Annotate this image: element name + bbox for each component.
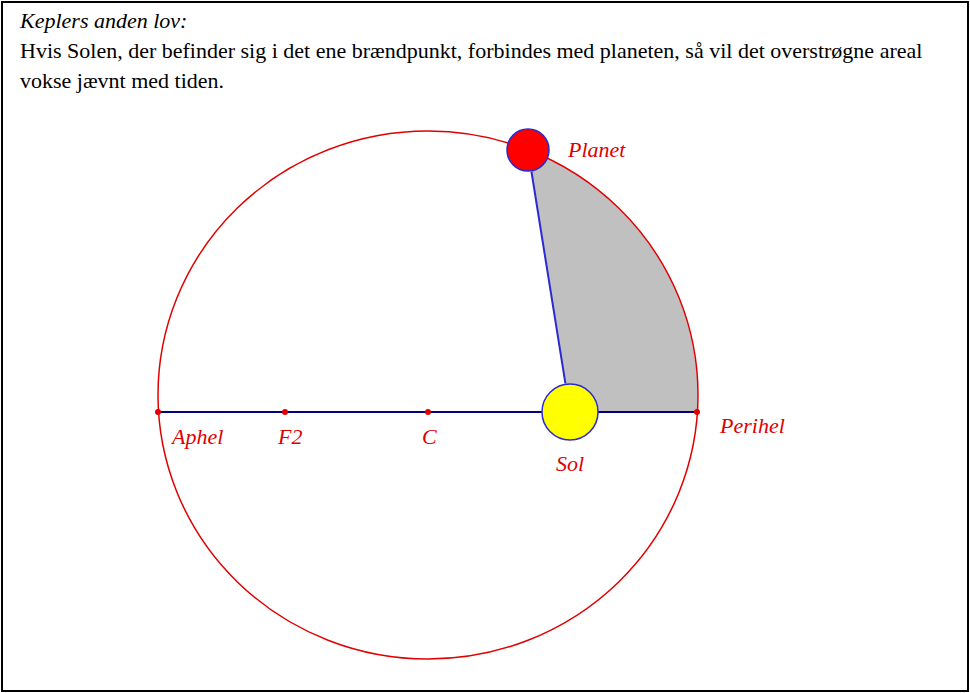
aphel-point [155,409,161,415]
title: Keplers anden lov: [20,6,948,36]
point-label: Aphel [172,424,223,450]
point-label: Perihel [720,413,785,439]
focus-point [282,409,288,415]
point-label: C [422,424,437,450]
sun-circle: Sol [541,383,599,441]
circle-outline [542,384,598,440]
circle-outline [507,129,549,171]
radius-line [531,172,565,384]
perihel-point [694,409,700,415]
body-label: Planet [568,137,625,163]
body-label: Sol [556,451,584,477]
orbit-ellipse [158,131,698,659]
point-label: F2 [278,424,302,450]
text-block: Keplers anden lov:Hvis Solen, der befind… [20,6,948,96]
circle-shape [541,383,599,441]
planet-circle: Planet [506,128,550,172]
center-point [425,409,431,415]
caption: Hvis Solen, der befinder sig i det ene b… [20,36,948,96]
circle-shape [506,128,550,172]
